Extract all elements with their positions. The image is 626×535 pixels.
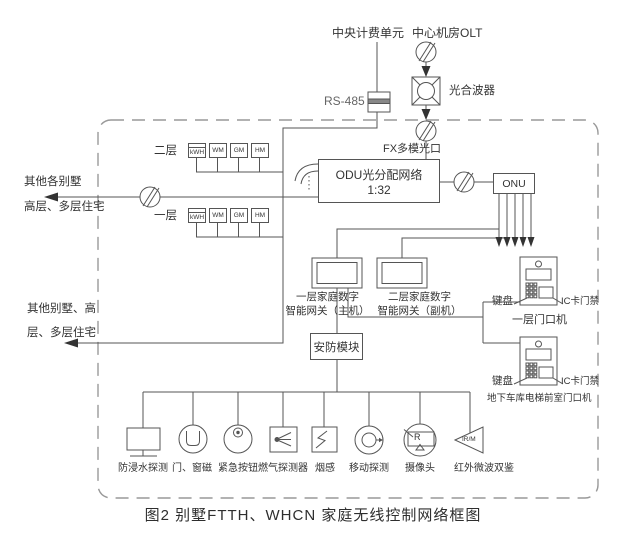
door-station-1-symbol (513, 256, 564, 306)
onu-box: ONU (493, 173, 535, 194)
floor1-meter-bus (196, 223, 283, 238)
doorstation1-access-label: IC卡门禁 (561, 296, 600, 307)
arrowheads (44, 66, 535, 348)
splice-icon-onu (453, 171, 475, 193)
olt-fiber-icon (415, 41, 437, 63)
other-villas-top-label-1: 其他各别墅 (24, 176, 82, 188)
doorstation2-keypad-label: 键盘 (492, 375, 513, 387)
gateway2-label-1: 二层家庭数字 (388, 291, 451, 303)
home-boundary-dashed-border (97, 119, 599, 499)
arrow-to-other-villas-bottom (64, 338, 78, 348)
ir-microwave-detector-icon (453, 426, 484, 454)
gateway-symbols (311, 257, 428, 289)
floor2-meter-bus (196, 158, 283, 173)
floor2-meter-wm: WM (209, 143, 227, 158)
odu-box: ODU光分配网络 1:32 (318, 159, 440, 203)
billing-unit-label: 中央计费单元 (332, 26, 405, 40)
sensor-label-magnet: 门、窗磁 (172, 463, 212, 474)
arrow-olt-down (421, 66, 431, 77)
camera-symbol-text: R (414, 432, 421, 442)
wiring-lines (56, 42, 532, 433)
sensor-label-motion: 移动探测 (349, 463, 389, 474)
sensor-label-gas: 燃气探测器 (258, 463, 308, 474)
gateway2-symbol (376, 257, 428, 289)
gateway1-uplink (336, 228, 499, 258)
sensor-symbols (126, 423, 484, 457)
security-sensor-bus (143, 360, 470, 393)
rs485-label: RS-485 (324, 94, 365, 108)
onu-arrow-2 (503, 237, 511, 247)
door-window-magnet-icon (178, 424, 208, 454)
floor1-meter-gm: GM (230, 208, 248, 223)
arrow-combiner-down (421, 109, 431, 120)
ir-symbol-text: IR/M (462, 436, 476, 443)
onu-arrow-5 (527, 237, 535, 247)
gateway1-label-2: 智能网关（主机） (285, 305, 370, 317)
optical-combiner-icon (411, 76, 441, 106)
door-station-2-symbol (513, 336, 564, 386)
floor2-meter-kwh: kWH (188, 143, 206, 158)
other-villas-top-label-2: 高层、多层住宅 (24, 201, 105, 213)
doorstation2-name-label: 地下车库电梯前室门口机 (487, 393, 592, 404)
water-leak-sensor-icon (126, 427, 161, 457)
odu-ratio: 1:32 (367, 182, 391, 197)
sensor-label-smoke: 烟感 (315, 463, 335, 474)
splice-icon-left (139, 186, 161, 208)
floor2-meter-gm: GM (230, 143, 248, 158)
smoke-detector-icon (311, 426, 338, 453)
floor1-meter-wm: WM (209, 208, 227, 223)
splice-icon-headend (415, 120, 437, 142)
gateway1-to-doorstations-wire (347, 288, 520, 344)
sensor-label-button: 紧急按钮 (218, 463, 258, 474)
arrow-to-other-villas-top (44, 192, 58, 202)
floor2-label: 二层 (154, 145, 177, 157)
floor1-meter-hm: HM (251, 208, 269, 223)
emergency-button-icon (223, 424, 253, 454)
gas-detector-icon (269, 426, 298, 453)
fiber-splice-symbols (139, 41, 475, 208)
figure-caption: 图2 别墅FTTH、WHCN 家庭无线控制网络框图 (144, 507, 482, 524)
fiber-fan-2 (300, 170, 319, 185)
doorstation2-access-label: IC卡门禁 (561, 376, 600, 387)
security-module-box: 安防模块 (310, 333, 363, 360)
other-villas-bottom-label-1: 其他别墅、高 (27, 303, 96, 315)
olt-label: 中心机房OLT (412, 26, 483, 40)
fiber-fan-1 (294, 163, 319, 182)
onu-arrow-3 (511, 237, 519, 247)
floor1-label: 一层 (154, 210, 177, 222)
onu-output-shafts (498, 194, 532, 239)
doorstation1-keypad-label: 键盘 (492, 295, 513, 307)
gateway2-uplink (401, 237, 507, 258)
sensor-label-camera: 摄像头 (405, 463, 435, 474)
odu-title: ODU光分配网络 (335, 167, 423, 182)
fx-port-label: FX多模光口 (383, 143, 442, 155)
gateway1-label-1: 一层家庭数字 (296, 291, 359, 303)
rs485-bus-wire (77, 112, 378, 344)
other-villas-bottom-label-2: 层、多层住宅 (27, 327, 96, 339)
floor2-meter-hm: HM (251, 143, 269, 158)
gateway2-label-2: 智能网关（副机） (377, 305, 462, 317)
sensor-stubs (142, 392, 471, 433)
gateway1-symbol (311, 257, 363, 289)
floor1-meter-kwh: kWH (188, 208, 206, 223)
doorstation1-name-label: 一层门口机 (512, 314, 567, 326)
onu-arrow-4 (519, 237, 527, 247)
combiner-label: 光合波器 (449, 85, 495, 97)
camera-icon (403, 423, 437, 457)
sensor-label-water: 防浸水探测 (118, 463, 168, 474)
motion-detector-icon (354, 425, 384, 455)
sensor-label-ir: 红外微波双鉴 (454, 463, 514, 474)
rs485-box (367, 91, 391, 113)
onu-arrow-1 (495, 237, 503, 247)
